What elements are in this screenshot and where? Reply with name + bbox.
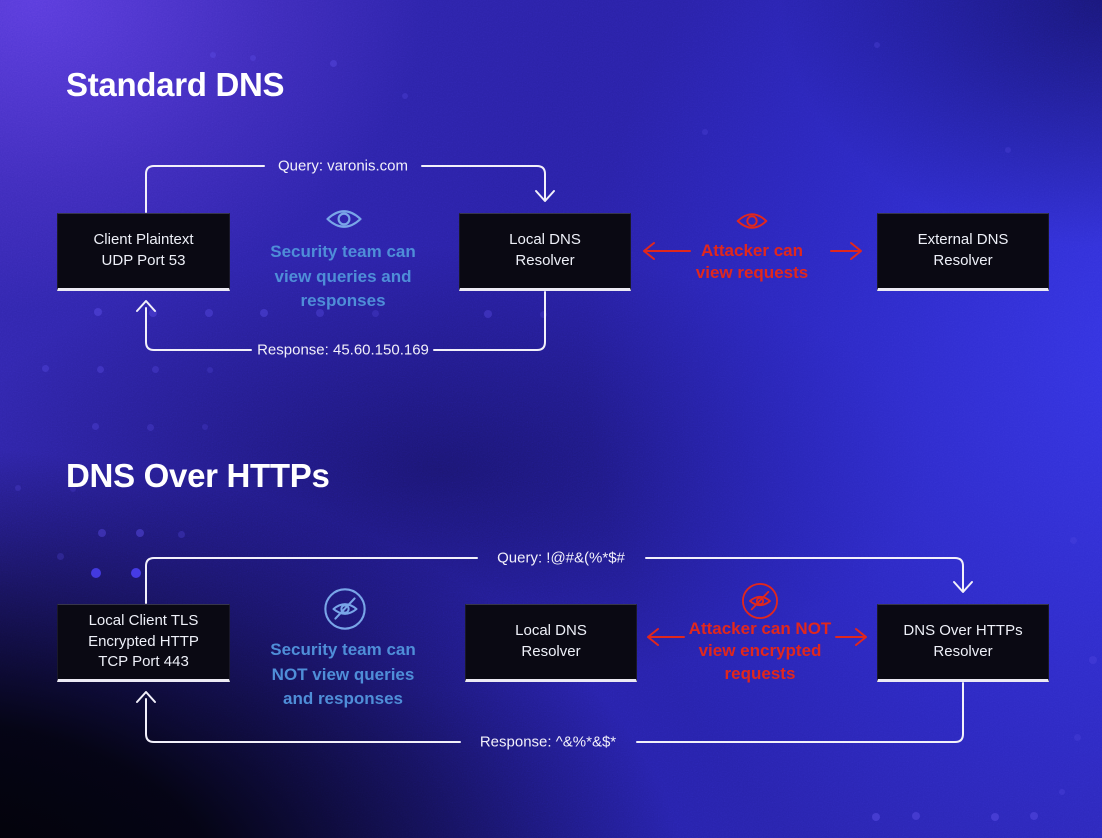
doh-response-label: Response: ^&%*&$*: [479, 733, 617, 751]
standard-query-arrow: [145, 165, 555, 213]
node-label-line: Local DNS: [515, 622, 587, 640]
note-line: view encrypted: [698, 641, 822, 661]
eye-slash-icon: [740, 581, 780, 621]
note-line: NOT view queries: [271, 664, 415, 684]
standard-response-arrow: [136, 291, 546, 351]
arrowhead-right-icon: [855, 628, 867, 646]
node-label-line: Resolver: [933, 252, 993, 269]
node-label-line: DNS Over HTTPs: [903, 622, 1023, 640]
node-label-line: Encrypted HTTP: [88, 632, 199, 650]
note-line: Security team can: [270, 640, 416, 659]
standard-response-label: Response: 45.60.150.169: [257, 341, 429, 359]
node-label-line: UDP Port 53: [101, 252, 186, 269]
node-label-line: External DNS: [917, 231, 1009, 249]
arrowhead-down-icon: [953, 581, 973, 593]
eye-icon: [325, 206, 363, 232]
node-local-dns-resolver-2: Local DNS Resolver: [465, 604, 637, 682]
node-label-line: TCP Port 443: [98, 653, 189, 671]
note-line: and responses: [282, 689, 403, 709]
node-local-client-tls: Local Client TLS Encrypted HTTP TCP Port…: [57, 604, 230, 682]
section-title-standard-dns: Standard DNS: [66, 66, 285, 103]
security-team-note: Security team can view queries and respo…: [270, 240, 416, 314]
attacker-note: Attacker can view requests: [696, 240, 808, 285]
note-line: Attacker can: [700, 241, 804, 260]
node-label-line: Local Client TLS: [88, 611, 199, 629]
doh-query-label: Query: !@#&(%*$#: [497, 549, 625, 567]
note-line: Security team can: [270, 242, 416, 261]
arrowhead-left-icon: [647, 628, 659, 646]
note-line: Attacker can NOT: [688, 619, 832, 638]
node-label-line: Client Plaintext: [93, 231, 194, 249]
node-doh-resolver: DNS Over HTTPs Resolver: [877, 604, 1049, 682]
standard-attacker-arrows: [643, 242, 862, 260]
eye-slash-icon: [322, 586, 368, 632]
arrowhead-up-icon: [136, 691, 156, 703]
node-client-plaintext: Client Plaintext UDP Port 53: [57, 213, 230, 291]
arrowhead-up-icon: [136, 300, 156, 312]
security-team-note-doh: Security team can NOT view queries and r…: [270, 638, 416, 712]
standard-query-label: Query: varonis.com: [277, 157, 409, 175]
note-line: responses: [300, 291, 386, 311]
note-line: view requests: [695, 263, 809, 283]
doh-attacker-arrows: [647, 628, 867, 646]
node-label-line: Resolver: [515, 252, 575, 269]
doh-response-arrow: [136, 682, 964, 743]
note-line: view queries and: [274, 266, 412, 286]
node-external-dns-resolver: External DNS Resolver: [877, 213, 1049, 291]
node-label-line: Resolver: [521, 643, 581, 660]
doh-query-arrow: [145, 557, 973, 604]
section-title-dns-over-https: DNS Over HTTPs: [66, 457, 330, 494]
note-line: requests: [724, 663, 796, 683]
arrowhead-left-icon: [643, 242, 655, 260]
node-label-line: Resolver: [933, 643, 993, 660]
attacker-note-doh: Attacker can NOT view encrypted requests: [689, 618, 832, 685]
eye-icon: [736, 210, 769, 233]
node-label-line: Local DNS: [509, 231, 581, 249]
node-local-dns-resolver: Local DNS Resolver: [459, 213, 631, 291]
arrowhead-down-icon: [535, 190, 555, 202]
arrowhead-right-icon: [850, 242, 862, 260]
